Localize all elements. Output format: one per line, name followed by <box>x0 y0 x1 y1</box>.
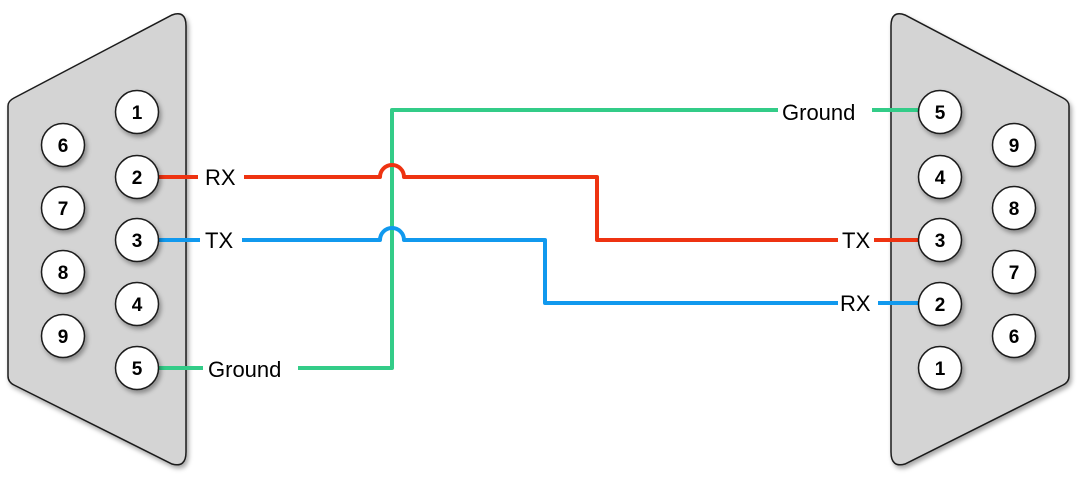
left-pin-6 <box>40 122 86 168</box>
left-rx-label: RX <box>205 165 236 190</box>
left-pin-5-number: 5 <box>132 359 143 380</box>
right-rx-label: RX <box>840 291 871 316</box>
left-pin-4 <box>114 281 160 327</box>
right-pin-8-number: 8 <box>1009 199 1020 220</box>
left-pin-8 <box>40 249 86 295</box>
right-tx-label: TX <box>842 228 870 253</box>
tx-wire <box>157 226 918 305</box>
pins-group: 1 2 3 4 5 6 7 8 9 5 4 3 2 1 9 8 7 6 <box>40 89 1037 391</box>
left-pin-7 <box>40 185 86 231</box>
right-pin-7-number: 7 <box>1009 263 1020 284</box>
ground-wire <box>157 108 918 370</box>
right-pin-4 <box>917 154 963 200</box>
left-pin-7-number: 7 <box>58 199 69 220</box>
right-pin-8 <box>991 185 1037 231</box>
left-tx-label: TX <box>205 228 233 253</box>
right-pin-9-number: 9 <box>1009 136 1020 157</box>
right-pin-2-number: 2 <box>935 295 946 316</box>
left-pin-6-number: 6 <box>58 136 69 157</box>
right-pin-4-number: 4 <box>935 168 946 189</box>
right-pin-6-number: 6 <box>1009 327 1020 348</box>
rx-wire <box>157 163 918 242</box>
right-pin-2 <box>917 281 963 327</box>
left-pin-9-number: 9 <box>58 327 69 348</box>
left-pin-9 <box>40 313 86 359</box>
left-pin-1 <box>114 89 160 135</box>
right-ground-label: Ground <box>782 100 855 125</box>
right-pin-3-number: 3 <box>935 231 946 252</box>
right-pin-6 <box>991 313 1037 359</box>
left-pin-1-number: 1 <box>132 103 143 124</box>
left-ground-label: Ground <box>208 357 281 382</box>
left-pin-4-number: 4 <box>132 295 143 316</box>
right-pin-7 <box>991 249 1037 295</box>
left-pin-3-number: 3 <box>132 231 143 252</box>
left-pin-5 <box>114 345 160 391</box>
left-pin-3 <box>114 217 160 263</box>
left-pin-2-number: 2 <box>132 168 143 189</box>
right-pin-5 <box>917 89 963 135</box>
right-pin-3 <box>917 217 963 263</box>
right-pin-5-number: 5 <box>935 103 946 124</box>
right-pin-1-number: 1 <box>935 359 946 380</box>
right-pin-9 <box>991 122 1037 168</box>
left-pin-2 <box>114 154 160 200</box>
left-pin-8-number: 8 <box>58 263 69 284</box>
right-pin-1 <box>917 345 963 391</box>
